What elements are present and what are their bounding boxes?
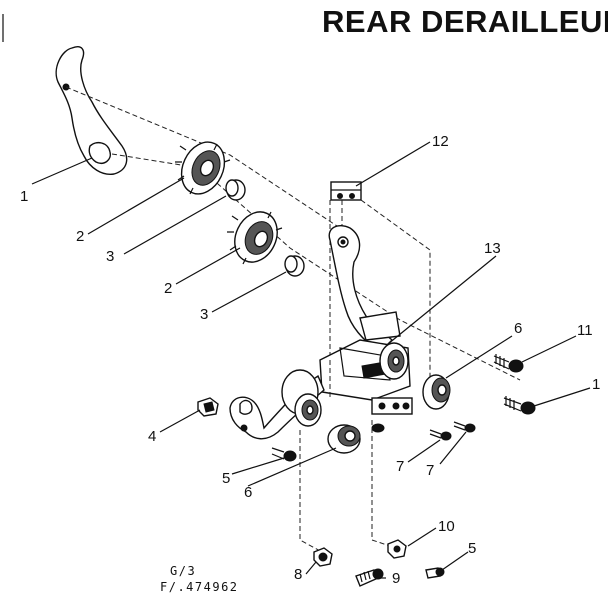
pivot-bushing-arm (281, 369, 322, 427)
leader-lines (31, 141, 591, 579)
callout-6-lower: 6 (244, 484, 253, 501)
nut-10 (387, 539, 407, 559)
hanger-plate (55, 46, 128, 175)
callout-13: 13 (484, 240, 501, 257)
page-title: REAR DERAILLEUR (322, 4, 608, 39)
pulley-lower (227, 211, 283, 265)
screw-7-left (429, 429, 452, 441)
callout-1-screw: 1 (592, 376, 601, 393)
bushing-lower (284, 255, 305, 277)
screw-5-upper (271, 447, 297, 462)
callout-3-upper: 3 (106, 248, 115, 265)
derailleur-body (319, 311, 413, 433)
callout-2-lower: 2 (164, 280, 173, 297)
top-bracket (330, 181, 362, 201)
callout-5-lower: 5 (468, 540, 477, 557)
callout-2-upper: 2 (76, 228, 85, 245)
callout-3-lower: 3 (200, 306, 209, 323)
callout-6-right: 6 (514, 320, 523, 337)
screw-upper (493, 354, 524, 373)
pulley-upper (175, 141, 231, 195)
callout-8: 8 (294, 566, 303, 583)
callout-5-upper: 5 (222, 470, 231, 487)
footer-code-1: G/3 (170, 564, 197, 578)
screw-7-right (453, 421, 476, 433)
callout-9: 9 (392, 570, 401, 587)
callout-4: 4 (148, 428, 157, 445)
callout-1-hanger: 1 (20, 188, 29, 205)
nut-4 (197, 397, 219, 417)
screw-long (503, 396, 536, 415)
callout-11: 11 (577, 322, 593, 339)
callout-7-left: 7 (396, 458, 405, 475)
footer-code-2: F/.474962 (160, 580, 239, 594)
pivot-bushing-right (422, 374, 451, 410)
callout-12: 12 (432, 133, 449, 150)
screw-5-lower (425, 567, 445, 579)
bushing-upper (225, 179, 246, 201)
callout-10: 10 (438, 518, 455, 535)
cage-plate (328, 224, 393, 353)
callout-7-right: 7 (426, 462, 435, 479)
pivot-bushing-lower (327, 424, 361, 454)
nut-8 (313, 547, 333, 567)
